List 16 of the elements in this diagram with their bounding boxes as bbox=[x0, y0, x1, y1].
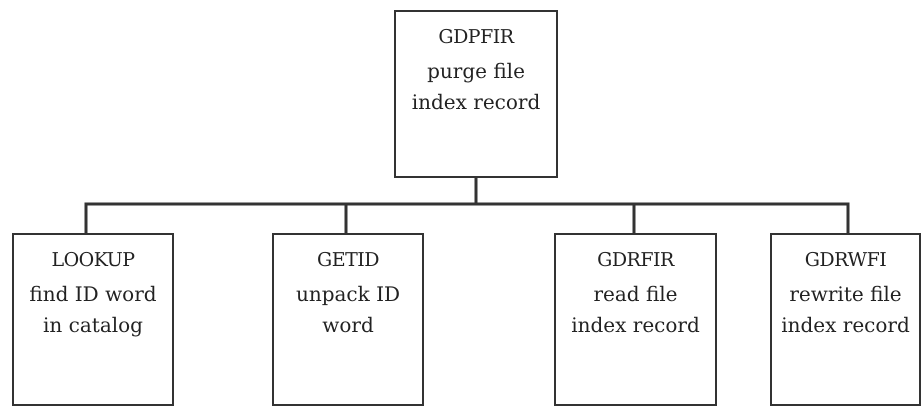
module-description: purge file index record bbox=[411, 58, 541, 116]
module-name: GDRWFI bbox=[804, 249, 886, 271]
module-box bbox=[12, 233, 174, 406]
module-description: rewrite file index record bbox=[780, 281, 910, 339]
module-name: GDRFIR bbox=[597, 249, 674, 271]
module-name: GDPFIR bbox=[438, 26, 514, 48]
module-description: read file index record bbox=[570, 281, 700, 339]
module-box bbox=[394, 10, 558, 178]
module-box bbox=[770, 233, 921, 406]
module-box bbox=[554, 233, 717, 406]
connector-line bbox=[474, 178, 850, 233]
module-name: GETID bbox=[317, 249, 379, 271]
module-description: find ID word in catalog bbox=[28, 281, 158, 339]
module-box bbox=[272, 233, 424, 406]
module-name: LOOKUP bbox=[51, 249, 135, 271]
module-description: unpack ID word bbox=[294, 281, 402, 339]
